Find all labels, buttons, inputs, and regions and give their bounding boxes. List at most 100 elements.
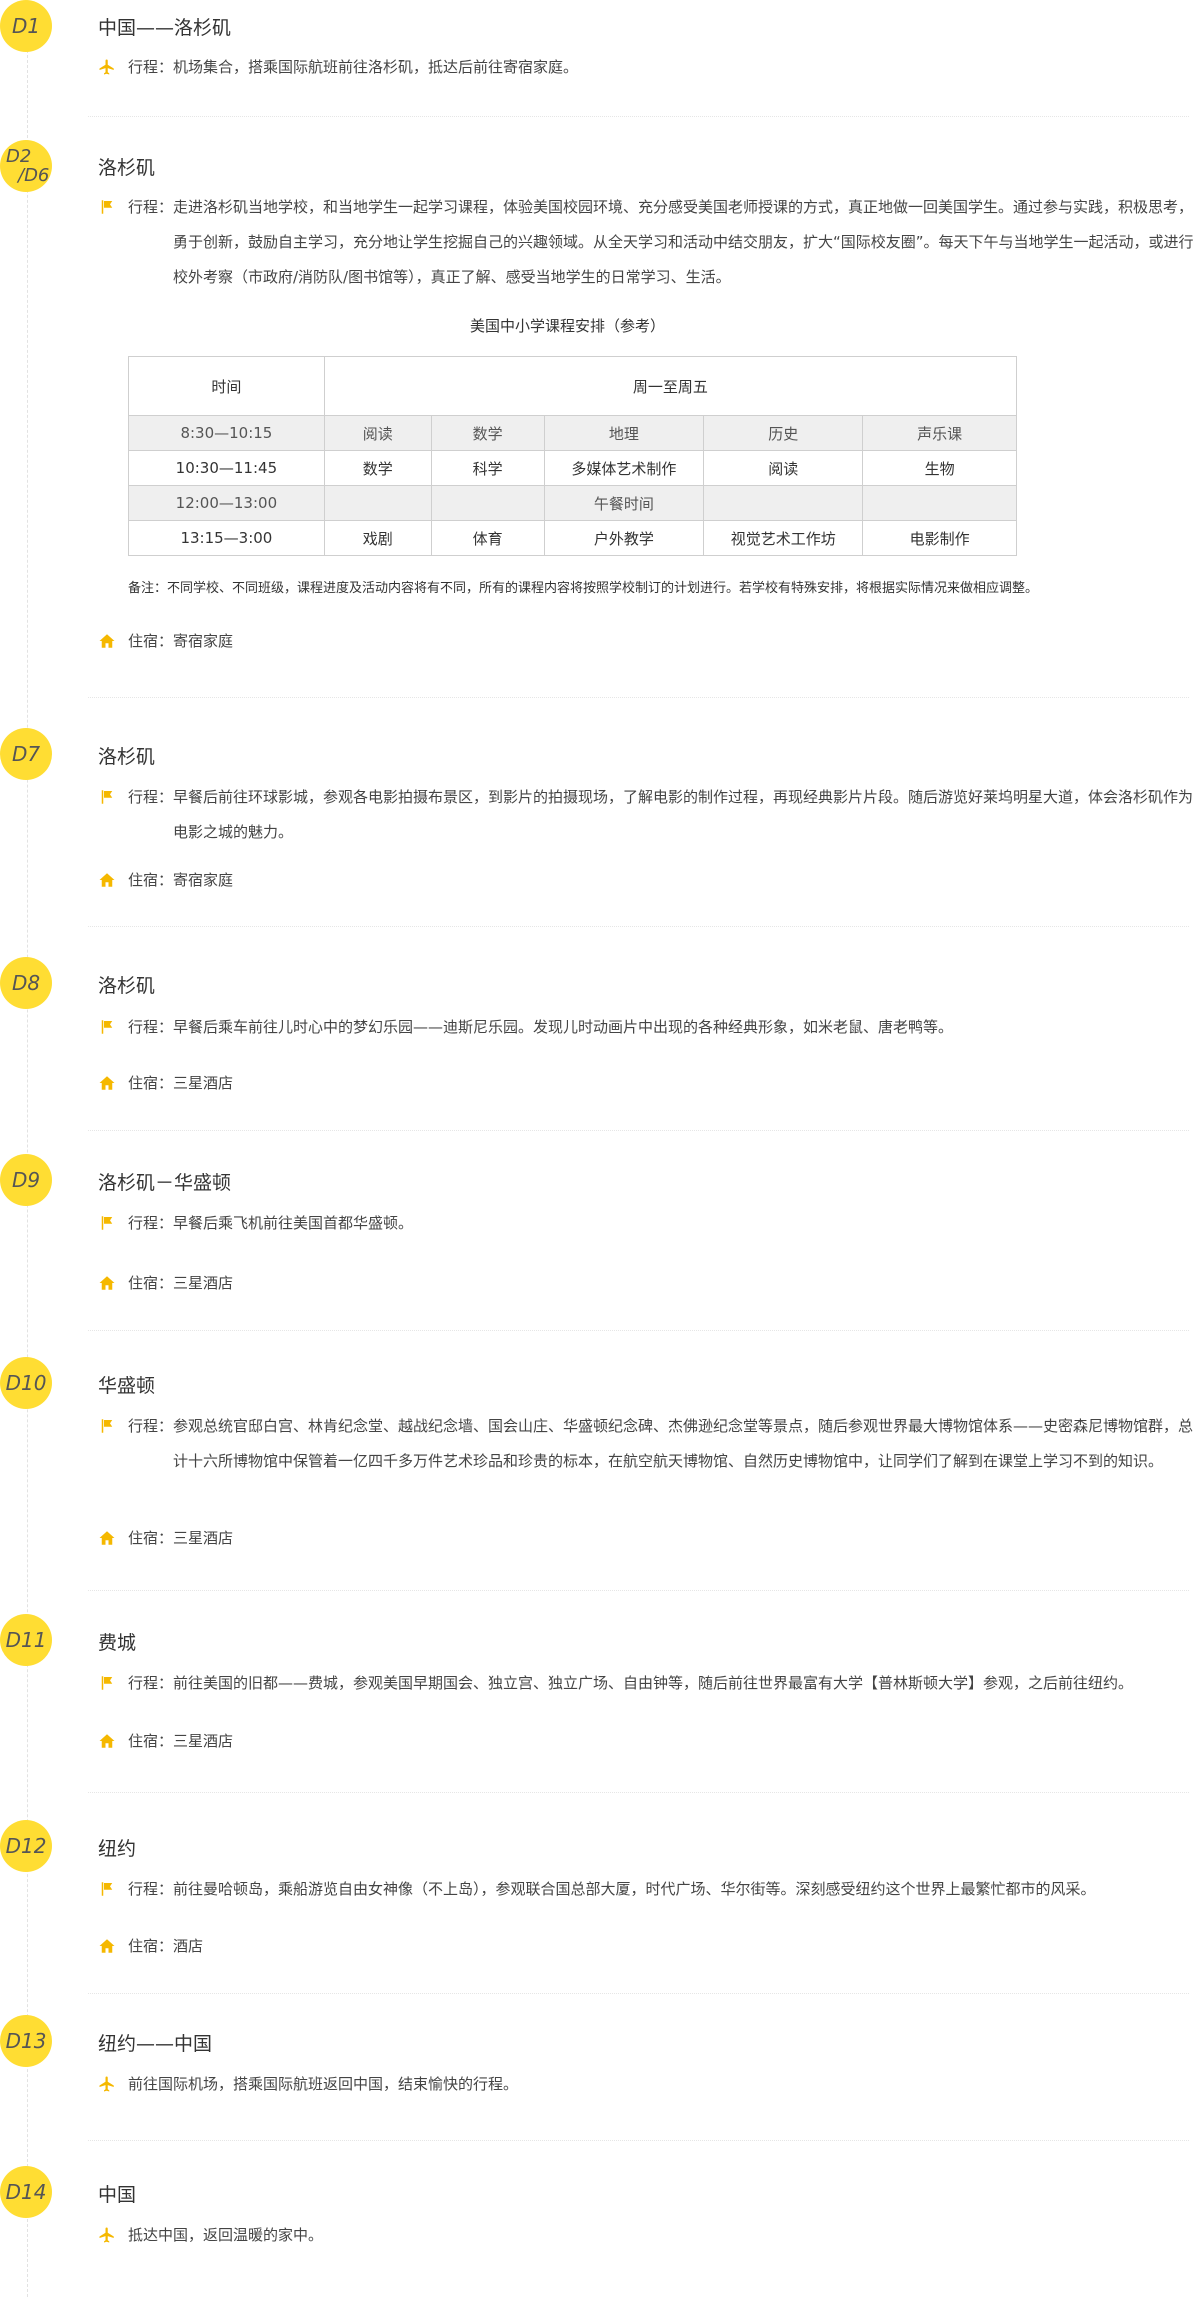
table-cell: 户外教学	[543, 520, 705, 556]
table-cell: 午餐时间	[543, 485, 705, 521]
flag-icon	[101, 1020, 113, 1034]
table-cell	[703, 485, 864, 521]
table-cell: 数学	[430, 415, 545, 451]
house-icon	[99, 1276, 115, 1290]
schedule-row: 行程：走进洛杉矶当地学校，和当地学生一起学习课程，体验美国校园环境、充分感受美国…	[98, 190, 1196, 295]
divider	[88, 116, 1189, 117]
house-icon	[99, 1531, 115, 1545]
schedule-row: 行程：机场集合，搭乘国际航班前往洛杉矶，抵达后前往寄宿家庭。	[98, 50, 1201, 85]
day-title: 洛杉矶－华盛顿	[98, 1172, 232, 1194]
schedule-row: 行程：早餐后乘飞机前往美国首都华盛顿。	[98, 1206, 1201, 1241]
day-title: 洛杉矶	[98, 975, 156, 997]
stay-text: 住宿：寄宿家庭	[128, 871, 234, 889]
schedule-row: 前往国际机场，搭乘国际航班返回中国，结束愉快的行程。	[98, 2067, 1201, 2102]
divider	[88, 2140, 1189, 2141]
table-cell: 戏剧	[323, 520, 432, 556]
day-title: 中国——洛杉矶	[98, 17, 232, 39]
table-cell: 历史	[703, 415, 864, 451]
day-badge-bottom: /D6	[18, 164, 50, 186]
table-cell-time: 12:00—13:00	[128, 485, 325, 521]
table-cell: 阅读	[323, 415, 432, 451]
divider	[88, 926, 1189, 927]
table-row: 8:30—10:15 阅读 数学 地理 历史 声乐课	[128, 415, 1017, 451]
stay-text: 住宿：三星酒店	[128, 1074, 234, 1092]
schedule-text: 抵达中国，返回温暖的家中。	[128, 2226, 324, 2244]
table-cell	[430, 485, 545, 521]
table-cell: 多媒体艺术制作	[543, 450, 705, 486]
table-header-time: 时间	[128, 356, 325, 416]
divider	[88, 697, 1189, 698]
schedule-text: 行程：早餐后前往环球影城，参观各电影拍摄布景区，到影片的拍摄现场，了解电影的制作…	[128, 788, 1194, 841]
house-icon	[99, 873, 115, 887]
schedule-row: 行程：前往曼哈顿岛，乘船游览自由女神像（不上岛），参观联合国总部大厦，时代广场、…	[98, 1872, 1201, 1907]
schedule-text: 行程：早餐后乘车前往儿时心中的梦幻乐园——迪斯尼乐园。发现儿时动画片中出现的各种…	[128, 1018, 954, 1036]
day-title: 纽约——中国	[98, 2033, 213, 2055]
day-badge-top: D2	[6, 145, 32, 167]
table-row: 10:30—11:45 数学 科学 多媒体艺术制作 阅读 生物	[128, 450, 1017, 486]
day-title: 纽约	[98, 1838, 137, 1860]
day-title: 华盛顿	[98, 1375, 156, 1397]
stay-row: 住宿：三星酒店	[98, 1266, 1201, 1301]
plane-icon	[99, 59, 114, 75]
flag-icon	[101, 200, 113, 214]
divider	[88, 1993, 1189, 1994]
day-badge: D13	[0, 2015, 52, 2067]
day-badge: D2 /D6	[0, 140, 52, 192]
table-caption: 美国中小学课程安排（参考）	[470, 317, 666, 335]
flag-icon	[101, 1419, 113, 1433]
stay-text: 住宿：寄宿家庭	[128, 632, 234, 650]
day-title: 费城	[98, 1632, 137, 1654]
stay-row: 住宿：酒店	[98, 1929, 1201, 1964]
table-row: 12:00—13:00 午餐时间	[128, 485, 1017, 521]
day-badge: D14	[0, 2166, 52, 2218]
table-cell: 科学	[430, 450, 545, 486]
table-cell: 声乐课	[862, 415, 1017, 451]
schedule-row: 行程：早餐后乘车前往儿时心中的梦幻乐园——迪斯尼乐园。发现儿时动画片中出现的各种…	[98, 1010, 1201, 1045]
table-cell: 阅读	[703, 450, 864, 486]
schedule-text: 行程：前往美国的旧都——费城，参观美国早期国会、独立宫、独立广场、自由钟等，随后…	[128, 1674, 1134, 1692]
table-cell	[323, 485, 432, 521]
table-cell-time: 8:30—10:15	[128, 415, 325, 451]
schedule-text: 前往国际机场，搭乘国际航班返回中国，结束愉快的行程。	[128, 2075, 519, 2093]
schedule-text: 行程：机场集合，搭乘国际航班前往洛杉矶，抵达后前往寄宿家庭。	[128, 58, 579, 76]
day-badge: D7	[0, 728, 52, 780]
house-icon	[99, 634, 115, 648]
table-cell: 地理	[543, 415, 705, 451]
plane-icon	[99, 2076, 114, 2092]
stay-row: 住宿：三星酒店	[98, 1521, 1201, 1556]
table-cell-time: 10:30—11:45	[128, 450, 325, 486]
schedule-row: 行程：参观总统官邸白宫、林肯纪念堂、越战纪念墙、国会山庄、华盛顿纪念碑、杰佛逊纪…	[98, 1409, 1201, 1479]
schedule-row: 行程：早餐后前往环球影城，参观各电影拍摄布景区，到影片的拍摄现场，了解电影的制作…	[98, 780, 1201, 850]
schedule-text: 行程：早餐后乘飞机前往美国首都华盛顿。	[128, 1214, 414, 1232]
table-cell: 视觉艺术工作坊	[703, 520, 864, 556]
stay-text: 住宿：三星酒店	[128, 1732, 234, 1750]
flag-icon	[101, 1216, 113, 1230]
table-note: 备注：不同学校、不同班级，课程进度及活动内容将有不同，所有的课程内容将按照学校制…	[128, 581, 1039, 596]
stay-row: 住宿：寄宿家庭	[98, 863, 1201, 898]
table-cell-time: 13:15—3:00	[128, 520, 325, 556]
stay-row: 住宿：三星酒店	[98, 1066, 1201, 1101]
divider	[88, 1330, 1189, 1331]
schedule-text: 行程：前往曼哈顿岛，乘船游览自由女神像（不上岛），参观联合国总部大厦，时代广场、…	[128, 1880, 1096, 1898]
day-title: 洛杉矶	[98, 746, 156, 768]
flag-icon	[101, 1676, 113, 1690]
table-header-days: 周一至周五	[323, 356, 1018, 416]
table-cell: 体育	[430, 520, 545, 556]
stay-row: 住宿：寄宿家庭	[98, 624, 1201, 659]
schedule-row: 行程：前往美国的旧都——费城，参观美国早期国会、独立宫、独立广场、自由钟等，随后…	[98, 1666, 1201, 1701]
table-cell: 电影制作	[862, 520, 1017, 556]
divider	[88, 1130, 1189, 1131]
flag-icon	[101, 790, 113, 804]
table-cell: 数学	[323, 450, 432, 486]
divider	[88, 1590, 1189, 1591]
table-header-row: 时间 周一至周五	[128, 356, 1018, 416]
course-table: 时间 周一至周五 8:30—10:15 阅读 数学 地理 历史 声乐课 10:3…	[128, 356, 1018, 556]
stay-text: 住宿：三星酒店	[128, 1529, 234, 1547]
table-cell: 生物	[862, 450, 1017, 486]
day-badge: D10	[0, 1357, 52, 1409]
day-badge: D8	[0, 957, 52, 1009]
house-icon	[99, 1734, 115, 1748]
day-badge: D9	[0, 1154, 52, 1206]
stay-text: 住宿：酒店	[128, 1937, 204, 1955]
timeline-line	[27, 0, 28, 2297]
